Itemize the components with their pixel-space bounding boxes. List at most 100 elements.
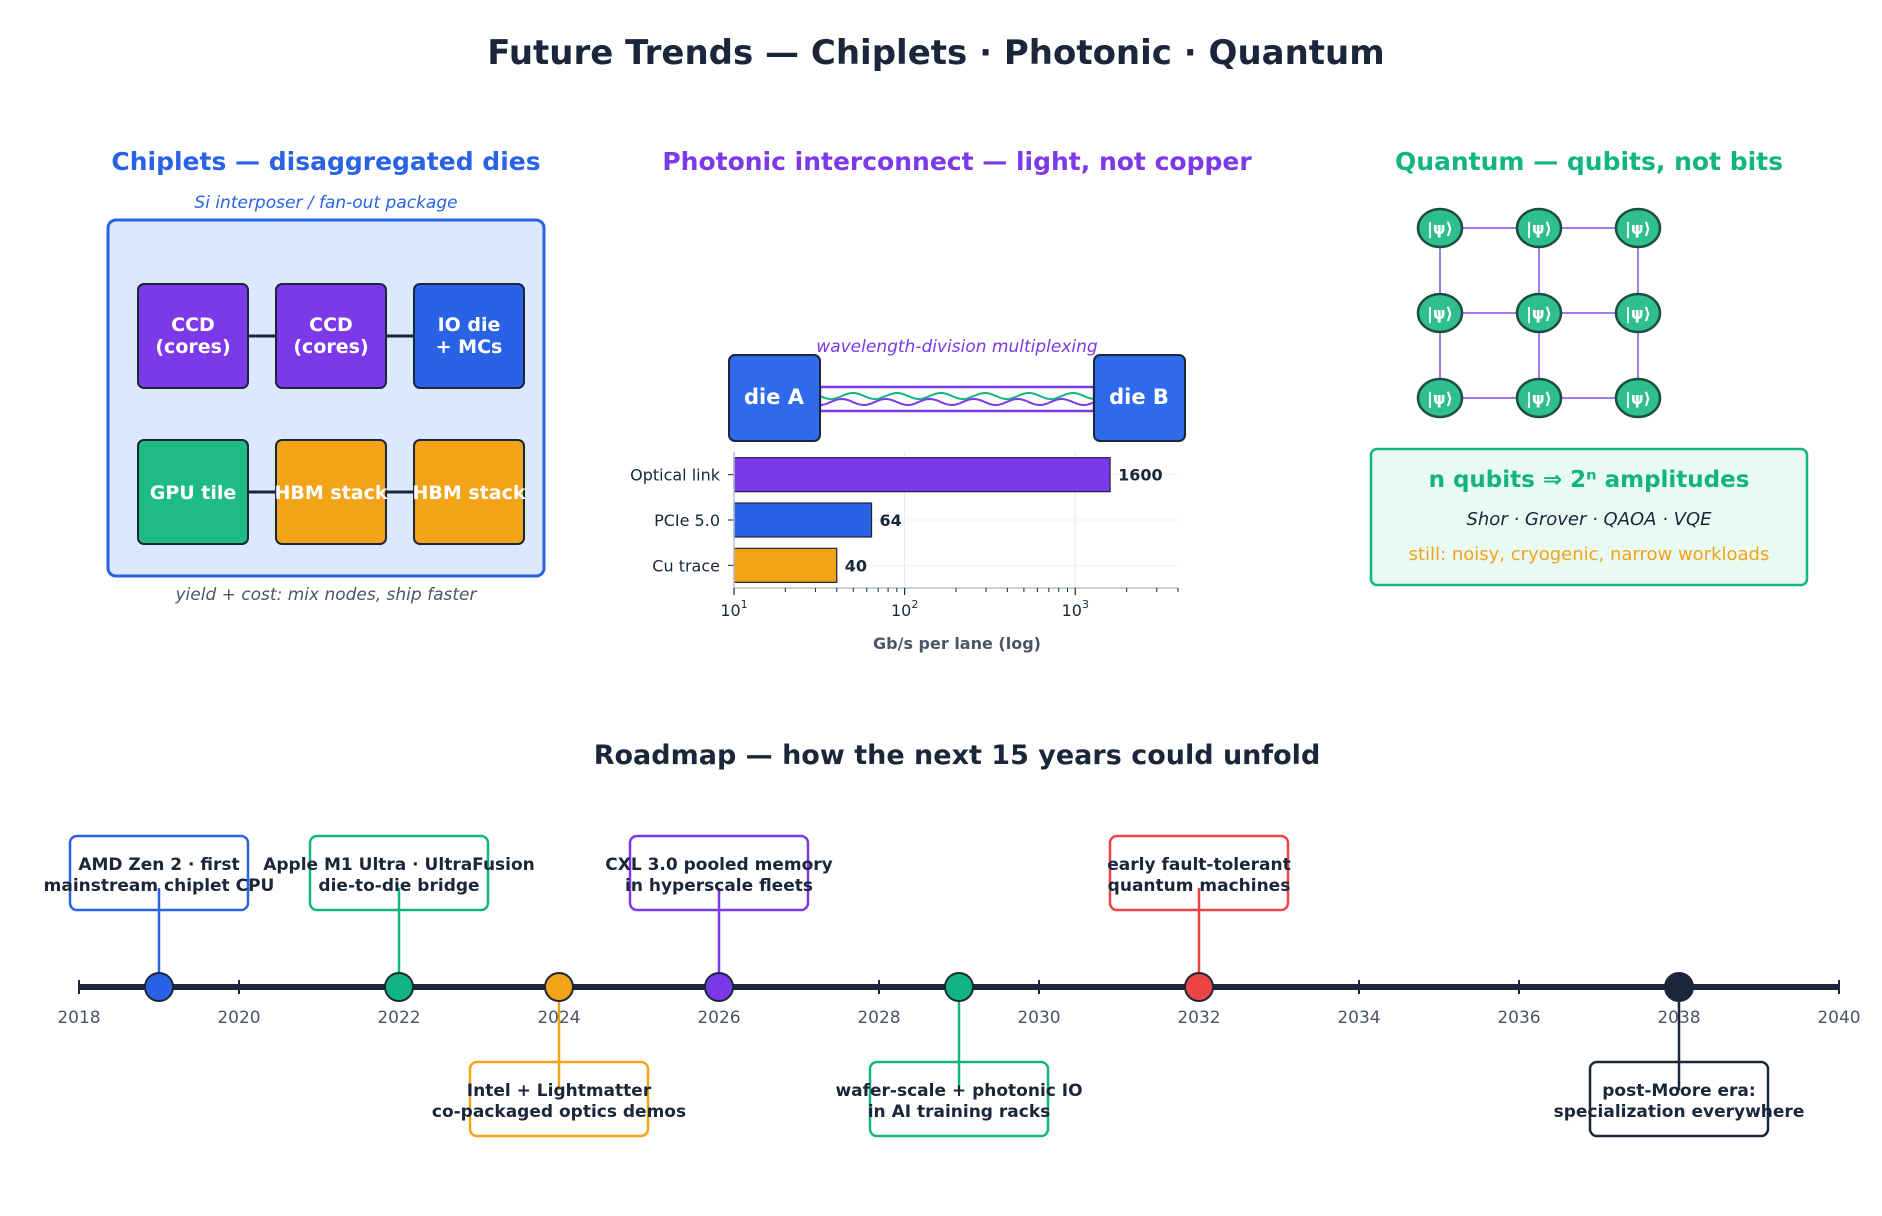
qubit-grid: |ψ⟩|ψ⟩|ψ⟩|ψ⟩|ψ⟩|ψ⟩|ψ⟩|ψ⟩|ψ⟩ (1416, 207, 1662, 419)
event-sublabel: mainstream chiplet CPU (44, 876, 275, 896)
event-label: Intel + Lightmatter (467, 1081, 652, 1101)
die-b-box (1093, 354, 1186, 442)
event-box (68, 834, 250, 912)
package-label: Si interposer / fan-out package (194, 193, 457, 213)
die-sublabel: (cores) (293, 336, 368, 358)
chiplets-panel: Chiplets — disaggregated dies Si interpo… (106, 147, 546, 605)
qubit-label: |ψ⟩ (1625, 304, 1651, 324)
event-sublabel: co-packaged optics demos (432, 1102, 686, 1122)
qubit-node (1614, 377, 1662, 419)
qubit-node (1416, 292, 1464, 334)
event-marker (1664, 972, 1694, 1002)
event-marker (144, 972, 174, 1002)
photonic-heading: Photonic interconnect — light, not coppe… (662, 147, 1252, 176)
qubit-node (1416, 377, 1464, 419)
event-sublabel: in hyperscale fleets (625, 876, 813, 896)
timeline-year-label: 2020 (217, 1008, 260, 1028)
qubit-label: |ψ⟩ (1625, 389, 1651, 409)
die-label: HBM stack (412, 482, 525, 504)
wdm-label: wavelength-division multiplexing (816, 337, 1098, 357)
die-label: CCD (309, 314, 353, 336)
event-marker (1184, 972, 1214, 1002)
qubit-label: |ψ⟩ (1526, 304, 1552, 324)
event-box (628, 834, 810, 912)
event-label: early fault-tolerant (1107, 855, 1290, 875)
chiplets-heading: Chiplets — disaggregated dies (111, 147, 540, 176)
event-marker (384, 972, 414, 1002)
qubit-label: |ψ⟩ (1625, 219, 1651, 239)
die-a-label: die A (744, 385, 805, 409)
wdm-wave-purple (819, 397, 1095, 407)
category-label: PCIe 5.0 (654, 511, 720, 530)
quantum-heading: Quantum — qubits, not bits (1395, 147, 1783, 176)
die-sublabel: + MCs (436, 336, 503, 358)
chiplets-footer: yield + cost: mix nodes, ship faster (175, 585, 478, 605)
timeline-year-label: 2030 (1017, 1008, 1060, 1028)
timeline-year-label: 2034 (1337, 1008, 1380, 1028)
event-sublabel: die-to-die bridge (318, 876, 479, 896)
x-tick-label: 101 (720, 598, 747, 620)
timeline-year-label: 2026 (697, 1008, 740, 1028)
event-box (1108, 834, 1290, 912)
quantum-formula: n qubits ⇒ 2ⁿ amplitudes (1429, 467, 1750, 493)
timeline-year-label: 2036 (1497, 1008, 1540, 1028)
event-box (468, 1060, 650, 1138)
qubit-node (1416, 207, 1464, 249)
qubit-node (1515, 207, 1563, 249)
event-sublabel: specialization everywhere (1554, 1102, 1805, 1122)
die-sublabel: (cores) (155, 336, 230, 358)
category-label: Cu trace (652, 556, 720, 575)
event-marker (704, 972, 734, 1002)
qubit-label: |ψ⟩ (1526, 389, 1552, 409)
x-tick-label: 103 (1062, 598, 1089, 620)
event-label: Apple M1 Ultra · UltraFusion (263, 855, 535, 875)
qubit-label: |ψ⟩ (1427, 304, 1453, 324)
roadmap-section: Roadmap — how the next 15 years could un… (44, 740, 1861, 1138)
category-label: Optical link (630, 466, 721, 485)
die-box (275, 439, 387, 545)
timeline-year-label: 2022 (377, 1008, 420, 1028)
die-box (413, 439, 525, 545)
timeline-year-label: 2032 (1177, 1008, 1220, 1028)
qubit-node (1515, 377, 1563, 419)
event-sublabel: in AI training racks (868, 1102, 1051, 1122)
die-b-label: die B (1109, 385, 1169, 409)
qubit-node (1614, 207, 1662, 249)
timeline-year-label: 2018 (57, 1008, 100, 1028)
die-box (137, 283, 249, 389)
die-a-box (728, 354, 821, 442)
qubit-node (1614, 292, 1662, 334)
die-label: CCD (171, 314, 215, 336)
quantum-panel: Quantum — qubits, not bits |ψ⟩ |ψ⟩ |ψ⟩ |ψ⟩ |… (1369, 147, 1809, 587)
bar (733, 457, 1111, 493)
qubit-label: |ψ⟩ (1427, 219, 1453, 239)
bar (733, 547, 838, 583)
timeline-year-label: 2040 (1817, 1008, 1860, 1028)
die-box (413, 283, 525, 389)
event-marker (544, 972, 574, 1002)
qubit-label: |ψ⟩ (1526, 219, 1552, 239)
roadmap-heading: Roadmap — how the next 15 years could un… (594, 740, 1321, 771)
quantum-info-box (1369, 447, 1809, 587)
die-box (137, 439, 249, 545)
event-label: post-Moore era: (1602, 1081, 1755, 1101)
photonic-panel: Photonic interconnect — light, not coppe… (630, 147, 1252, 653)
bar-value-label: 64 (880, 511, 902, 530)
timeline-year-label: 2028 (857, 1008, 900, 1028)
timeline-year-label: 2038 (1657, 1008, 1700, 1028)
event-label: wafer-scale + photonic IO (835, 1081, 1082, 1101)
bar-value-label: 40 (845, 556, 867, 575)
die-label: GPU tile (150, 482, 237, 504)
event-label: AMD Zen 2 · first (78, 855, 239, 875)
quantum-algorithms: Shor · Grover · QAOA · VQE (1466, 509, 1712, 530)
event-label: CXL 3.0 pooled memory (605, 855, 832, 875)
chart-x-label: Gb/s per lane (log) (873, 634, 1041, 653)
event-sublabel: quantum machines (1108, 876, 1291, 896)
event-box (308, 834, 490, 912)
event-box (1588, 1060, 1770, 1138)
x-tick-label: 102 (891, 598, 918, 620)
